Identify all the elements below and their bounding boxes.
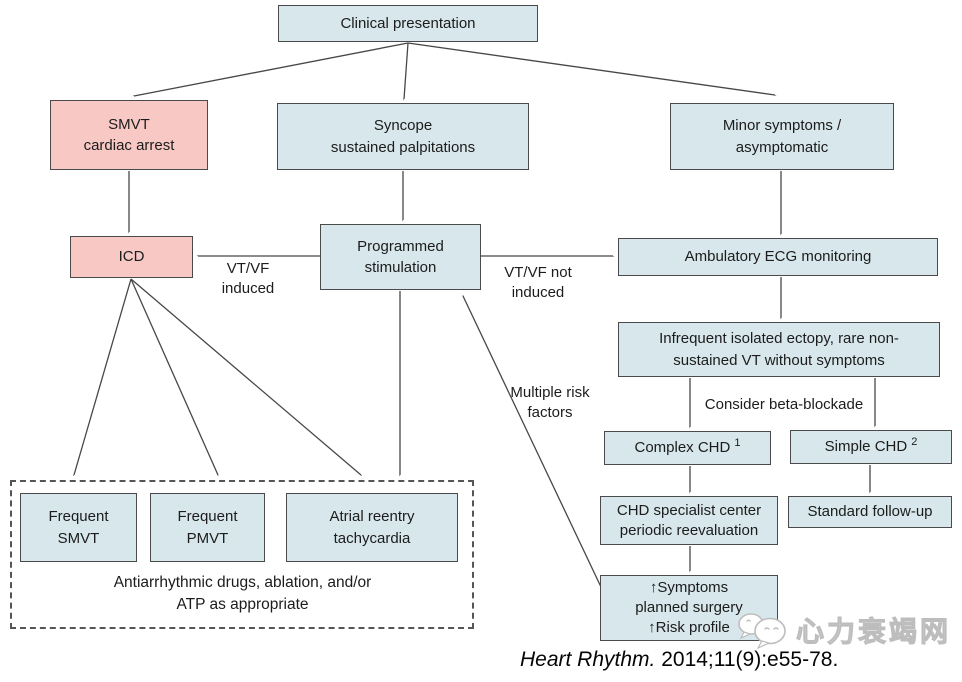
watermark-text: 心力衰竭网 [795,616,952,648]
edge-label-multiple-risk-factors: Multiple risk factors [498,383,602,424]
node-label: Clinical presentation [340,14,476,32]
edge-label-line: induced [511,284,565,302]
edge-label-line: induced [221,280,275,298]
node-label: ICD [118,248,145,266]
node-label: Programmed [357,237,444,255]
edge-label-line: factors [527,404,573,422]
node-infrequent-ectopy: Infrequent isolated ectopy, rare non- su… [618,322,940,377]
antiarrhythmic-note: Antiarrhythmic drugs, ablation, and/or A… [30,572,455,617]
node-label: ↑Symptoms [649,578,729,596]
node-label: stimulation [364,259,437,276]
footnote-superscript: 1 [734,437,741,450]
chat-bubbles-icon [738,613,786,650]
node-frequent-pmvt: Frequent PMVT [150,493,265,562]
node-label: Minor symptoms / [722,117,842,135]
node-clinical-presentation: Clinical presentation [278,5,538,42]
node-label: sustained VT without symptoms [673,351,885,369]
node-label: CHD specialist center [616,502,762,519]
node-label: Atrial reentry [329,508,415,526]
citation-journal: Heart Rhythm. [520,648,656,671]
node-label-text: Complex CHD [634,439,731,457]
node-label: cardiac arrest [83,137,175,154]
node-label: Syncope [373,117,433,135]
citation-reference: 2014;11(9):e55-78. [655,648,839,671]
edge-label-consider-beta-blockade: Consider beta-blockade [688,395,880,415]
node-label: Standard follow-up [807,503,933,521]
node-ambulatory-ecg: Ambulatory ECG monitoring [618,238,938,276]
node-label: PMVT [186,529,229,547]
edge-label-line: Multiple risk [510,384,590,401]
edge-label-vtvf-not-induced: VT/VF not induced [487,263,589,304]
node-label: Frequent [48,508,109,526]
node-standard-followup: Standard follow-up [788,496,952,528]
node-chd-specialist-center: CHD specialist center periodic reevaluat… [600,496,778,545]
node-label: asymptomatic [735,138,829,156]
watermark: 心力衰竭网 [736,608,951,652]
node-label: ↑Risk profile [648,619,730,637]
edge-label-vtvf-induced: VT/VF induced [198,259,298,300]
node-label: planned surgery [635,598,743,616]
node-smvt-cardiac-arrest: SMVT cardiac arrest [50,100,208,170]
edge-label-line: Consider beta-blockade [704,396,864,413]
treatment-group-dashed-box [10,480,474,629]
node-icd: ICD [70,236,193,278]
citation: Heart Rhythm. 2014;11(9):e55-78. [520,648,838,672]
edge-label-line: VT/VF not [504,264,572,281]
note-line: ATP as appropriate [176,596,309,614]
node-label: SMVT [57,529,100,547]
node-label-text: Simple CHD [824,438,908,456]
footnote-superscript: 2 [911,436,918,449]
node-label: Frequent [177,508,238,526]
edge-label-line: VT/VF [226,260,270,277]
node-label: Infrequent isolated ectopy, rare non- [659,330,899,348]
node-label: sustained palpitations [330,138,476,156]
node-syncope-palpitations: Syncope sustained palpitations [277,103,529,170]
note-line: Antiarrhythmic drugs, ablation, and/or [113,574,372,591]
node-label: tachycardia [333,529,411,547]
node-minor-symptoms: Minor symptoms / asymptomatic [670,103,894,170]
node-frequent-smvt: Frequent SMVT [20,493,137,562]
node-atrial-reentry: Atrial reentry tachycardia [286,493,458,562]
node-label: periodic reevaluation [619,521,759,539]
node-label: SMVT [108,115,150,133]
node-label: Ambulatory ECG monitoring [684,248,872,266]
node-programmed-stimulation: Programmed stimulation [320,224,481,290]
